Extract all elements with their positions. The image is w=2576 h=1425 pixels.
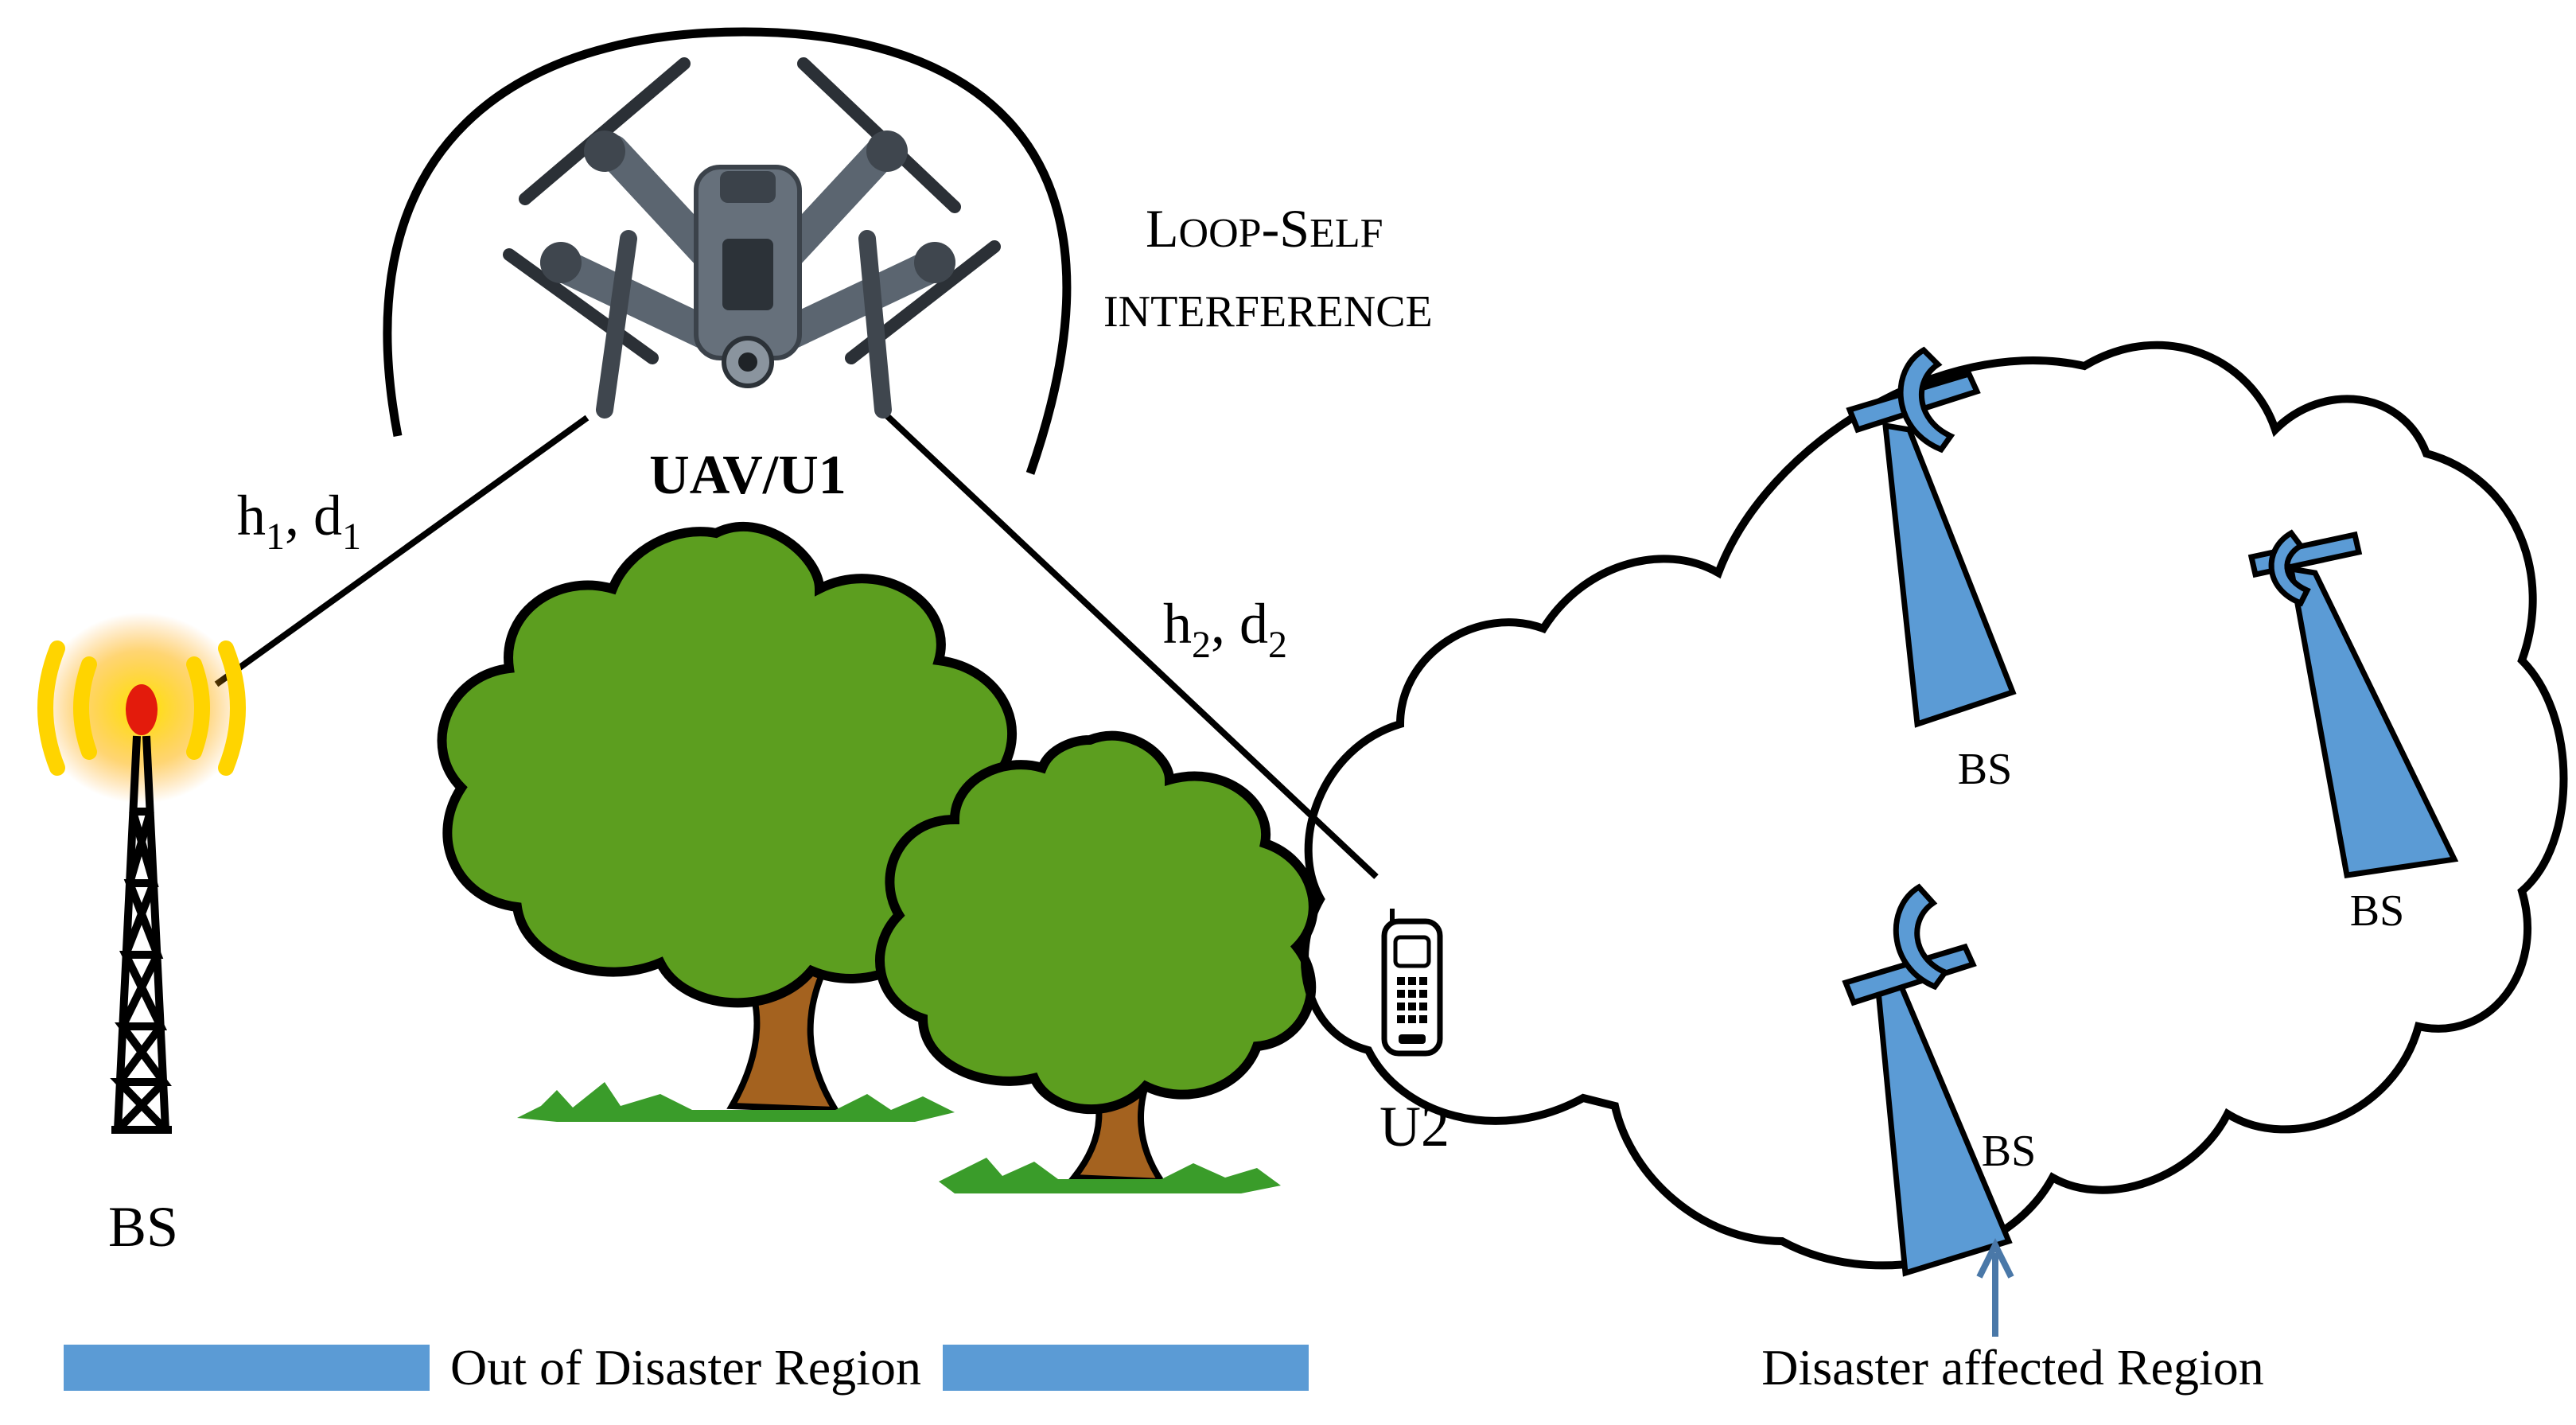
- uav-label: UAV/U1: [649, 445, 846, 506]
- bs-bottom-label: BS: [1982, 1127, 2037, 1176]
- disaster-region-cloud: [1301, 341, 2568, 1270]
- out-region-bar-left: [64, 1345, 430, 1391]
- link-uav-u2: [881, 410, 1379, 879]
- loop-interference-line1: LOOP-SELF: [1146, 198, 1383, 259]
- damaged-tower-icon: [1842, 346, 2459, 1277]
- link-bs-uav: [214, 415, 590, 687]
- disaster-arrow: [1976, 1238, 2014, 1337]
- bs-top-label: BS: [1958, 745, 2013, 794]
- out-region-bar-right: [943, 1345, 1309, 1391]
- out-region-label: Out of Disaster Region: [450, 1339, 921, 1396]
- loop-interference-line2: INTERFERENCE: [1103, 287, 1433, 337]
- link1-label: h1, d1: [237, 484, 361, 558]
- bs-right-label: BS: [2350, 886, 2405, 936]
- loop-interference-arc: [383, 27, 1072, 475]
- mobile-phone-icon: [1381, 909, 1443, 1057]
- bs-left-label: BS: [108, 1195, 178, 1259]
- tree-icon: [437, 521, 1318, 1193]
- radio-tower-icon: [37, 613, 246, 1134]
- disaster-region-label: Disaster affected Region: [1761, 1339, 2263, 1396]
- drone-icon: [503, 57, 1001, 419]
- u2-label: U2: [1379, 1095, 1449, 1158]
- link2-label: h2, d2: [1163, 592, 1287, 666]
